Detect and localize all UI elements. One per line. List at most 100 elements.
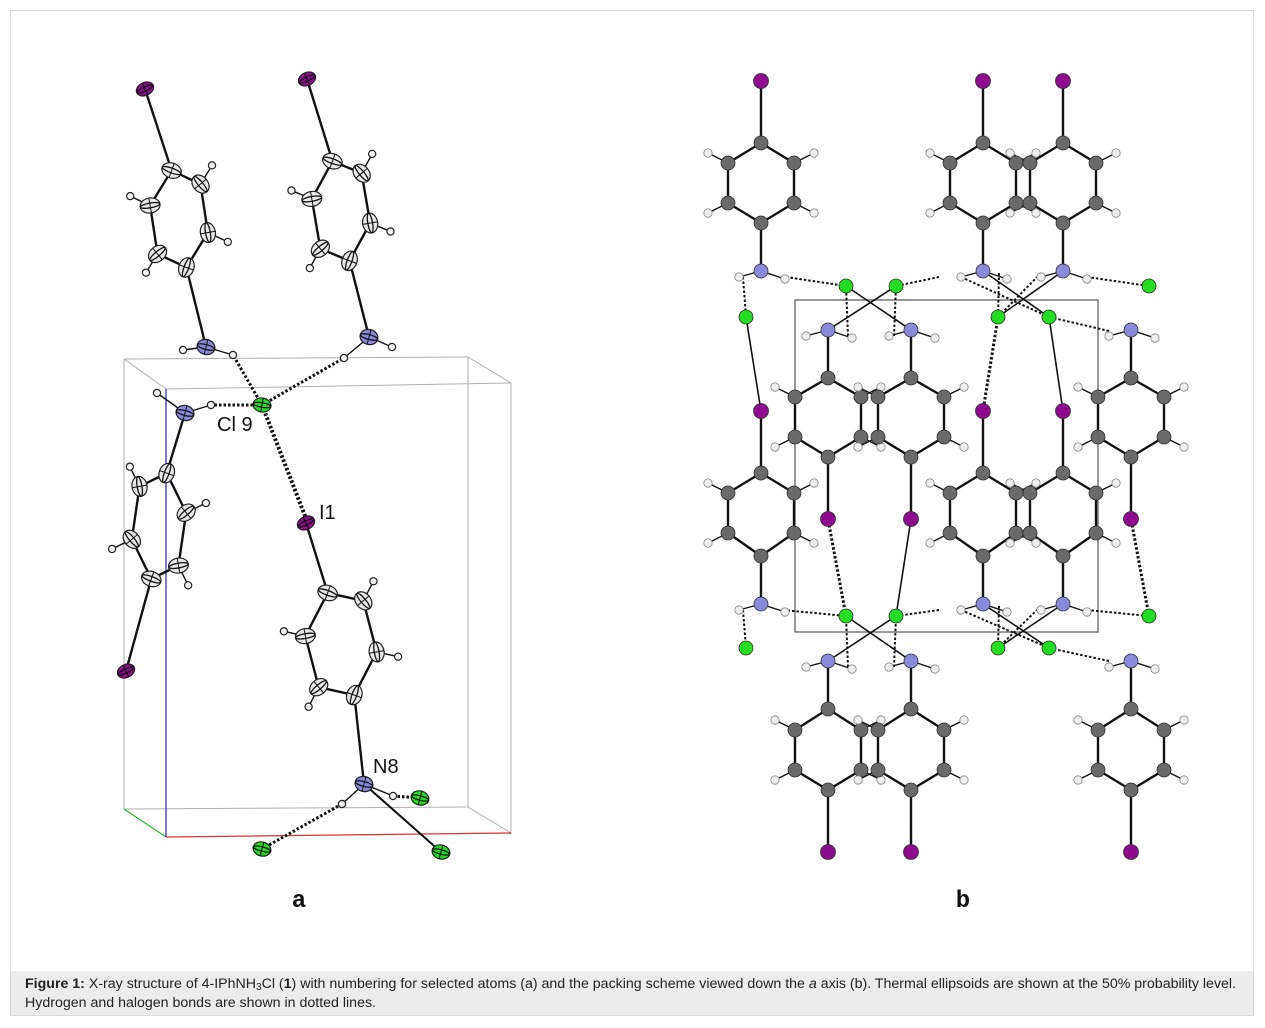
hydrogen-atom <box>287 186 296 195</box>
carbon-atom <box>140 570 162 588</box>
carbon-atom <box>1090 389 1106 405</box>
nitrogen-atom <box>1055 596 1071 612</box>
hydrogen-atom <box>1002 274 1012 284</box>
panel-label-a: a <box>292 888 306 915</box>
dotted-bond <box>1048 316 1110 332</box>
ellipsoid-axis-line <box>310 191 314 207</box>
carbon-atom <box>975 548 991 564</box>
bond <box>895 518 912 617</box>
hydrogen-atom <box>1073 442 1083 452</box>
ellipsoid-body <box>207 161 217 170</box>
carbon-atom <box>139 197 161 214</box>
axis-b-line <box>123 808 167 838</box>
nitrogen-atom <box>1123 322 1139 338</box>
carbon-atom <box>1055 465 1071 481</box>
hydrogen-atom <box>847 333 857 343</box>
carbon-atom <box>147 244 168 264</box>
hydrogen-atom <box>1150 333 1160 343</box>
carbon-atom <box>903 449 919 465</box>
hydrogen-atom <box>1111 538 1121 548</box>
hydrogen-atom <box>201 498 211 508</box>
carbon-atom <box>787 429 803 445</box>
ellipsoid-axis-line <box>324 585 331 601</box>
caption-compound-number: 1 <box>283 976 292 992</box>
carbon-atom <box>368 641 385 663</box>
hydrogen-atom <box>1005 538 1015 548</box>
ellipsoid-axis-line <box>342 257 357 264</box>
chlorine-atom <box>1141 608 1157 624</box>
ellipsoid-axis-line <box>315 242 326 255</box>
hydrogen-atom <box>703 478 713 488</box>
ellipsoid-axis-line <box>329 153 336 169</box>
hydrogen-atom <box>183 581 193 590</box>
ellipsoid-axis-line <box>313 681 324 694</box>
nitrogen-atom <box>196 338 216 356</box>
chlorine-atom <box>410 790 430 806</box>
hydrogen-atom <box>853 715 863 725</box>
carbon-atom <box>354 591 373 611</box>
nitrogen-atom <box>175 404 195 422</box>
hydrogen-atom <box>853 442 863 452</box>
ellipsoid-axis-line <box>141 82 149 96</box>
hydrogen-atom <box>1082 274 1092 284</box>
carbon-atom <box>199 222 217 244</box>
dotted-bond <box>845 615 849 668</box>
ellipsoid-axis-line <box>182 405 188 421</box>
carbon-atom <box>787 722 803 738</box>
ellipsoid-body <box>228 350 238 360</box>
hydrogen-atom <box>126 191 135 201</box>
ellipsoid-axis-line <box>168 163 175 178</box>
bond <box>363 783 442 853</box>
carbon-atom <box>167 557 189 574</box>
ellipsoid-axis-line <box>362 221 378 225</box>
chlorine-atom <box>838 608 854 624</box>
bond <box>348 259 371 339</box>
hydrogen-atom <box>1005 478 1015 488</box>
hydrogen-atom <box>959 442 969 452</box>
carbon-atom <box>975 465 991 481</box>
nitrogen-atom <box>903 653 919 669</box>
hydrogen-atom <box>801 331 811 341</box>
cell-edge <box>165 382 512 390</box>
iodine-atom <box>296 515 316 531</box>
nitrogen-atom <box>359 328 379 346</box>
carbon-atom <box>1008 485 1024 501</box>
dotted-bond <box>997 272 1042 318</box>
carbon-atom <box>753 135 769 151</box>
carbon-atom <box>361 212 379 234</box>
carbon-atom <box>352 163 371 183</box>
cell-edge <box>467 356 512 384</box>
hydrogen-atom <box>734 272 744 282</box>
hydrogen-atom <box>809 478 819 488</box>
carbon-atom <box>720 195 736 211</box>
carbon-atom <box>942 485 958 501</box>
ellipsoid-body <box>287 186 296 195</box>
carbon-atom <box>301 190 323 208</box>
hydrogen-atom <box>386 227 395 236</box>
chlorine-atom <box>888 278 904 294</box>
hydrogen-atom <box>1111 148 1121 158</box>
hydrogen-atom <box>107 544 117 554</box>
carbon-atom <box>310 239 331 258</box>
panel-b-packing-scheme: b <box>703 73 1189 915</box>
hydrogen-atom <box>703 538 713 548</box>
carbon-atom <box>853 762 869 778</box>
ellipsoid-axis-line <box>180 506 192 519</box>
hydrogen-atom <box>1005 148 1015 158</box>
carbon-atom <box>1090 762 1106 778</box>
carbon-atom <box>820 782 836 798</box>
hydrogen-atom <box>1179 775 1189 785</box>
bond <box>1048 316 1064 412</box>
ellipsoid-axis-line <box>369 650 385 654</box>
chlorine-atom <box>1141 278 1157 294</box>
carbon-atom <box>341 250 358 272</box>
hydrogen-atom <box>925 148 935 158</box>
dotted-bond <box>960 609 1050 649</box>
ellipsoid-axis-line <box>303 72 311 86</box>
hydrogen-atom <box>853 775 863 785</box>
carbon-atom <box>1022 195 1038 211</box>
bond <box>845 615 912 662</box>
carbon-atom <box>1055 548 1071 564</box>
hydrogen-atom <box>780 607 790 617</box>
carbon-atom <box>936 722 952 738</box>
